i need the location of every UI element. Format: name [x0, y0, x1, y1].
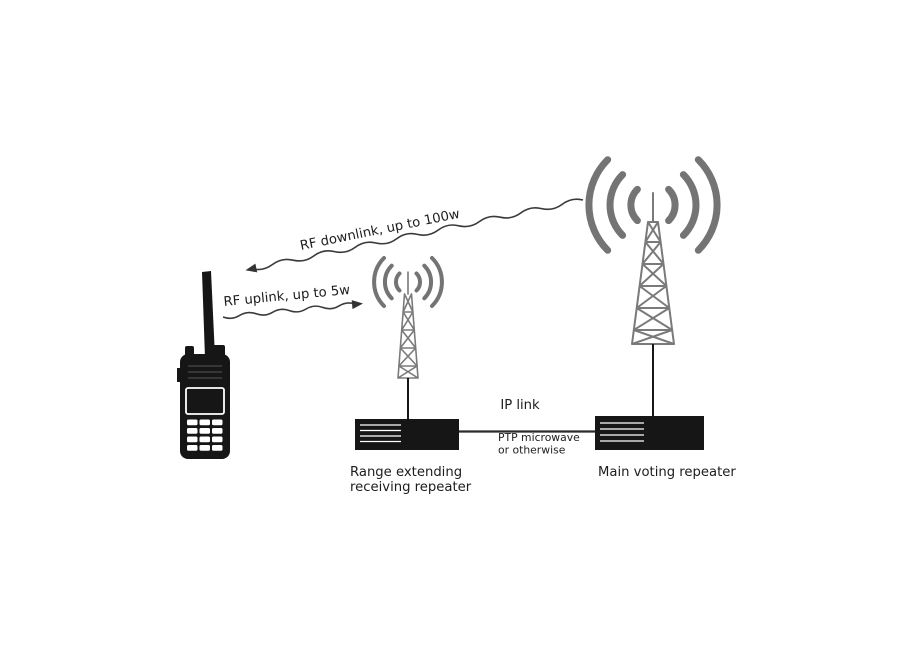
repeater-vent-grille — [600, 422, 644, 442]
right-repeater-box-icon — [595, 416, 704, 450]
right-repeater-label: Main voting repeater — [598, 465, 736, 480]
rf-uplink-wavy-line — [222, 302, 357, 320]
rf-downlink-link: RF downlink, up to 100w — [245, 198, 584, 273]
handheld-radio-icon — [177, 271, 230, 459]
lattice-tower — [631, 192, 675, 345]
radio-waves-right-icon — [665, 156, 721, 254]
radio-speaker-grille — [188, 365, 222, 379]
rf-downlink-arrowhead-icon — [245, 263, 258, 273]
rf-uplink-label: RF uplink, up to 5w — [223, 283, 351, 310]
ip-link-sublabel-line2: or otherwise — [498, 444, 566, 457]
radio-knob-left — [185, 346, 194, 356]
repeater-chassis — [355, 419, 459, 450]
radio-keypad — [187, 419, 223, 451]
rf-uplink-arrowhead-icon — [351, 300, 363, 310]
lattice-tower — [397, 271, 419, 379]
radio-waves-left-icon — [372, 256, 402, 308]
repeater-chassis — [595, 416, 704, 450]
left-repeater-box-icon — [355, 419, 459, 450]
radio-antenna — [202, 271, 215, 358]
radio-waves-left-icon — [585, 156, 641, 254]
ip-link-label: IP link — [500, 398, 540, 413]
radio-screen — [185, 387, 225, 415]
left-repeater-label-line1: Range extending — [350, 465, 462, 480]
repeater-vent-grille — [360, 424, 401, 443]
left-repeater-label-line2: receiving repeater — [350, 480, 472, 495]
radio-side-button — [177, 368, 181, 382]
main-antenna-tower-icon — [585, 156, 721, 416]
ip-link-sublabel-line1: PTP microwave — [498, 431, 580, 444]
radio-waves-right-icon — [414, 256, 444, 308]
ip-link: IP link PTP microwave or otherwise — [459, 398, 595, 457]
rf-downlink-wavy-line — [251, 198, 584, 271]
rf-uplink-link: RF uplink, up to 5w — [222, 283, 363, 320]
radio-knob-right — [213, 345, 225, 356]
small-antenna-tower-icon — [372, 256, 444, 420]
